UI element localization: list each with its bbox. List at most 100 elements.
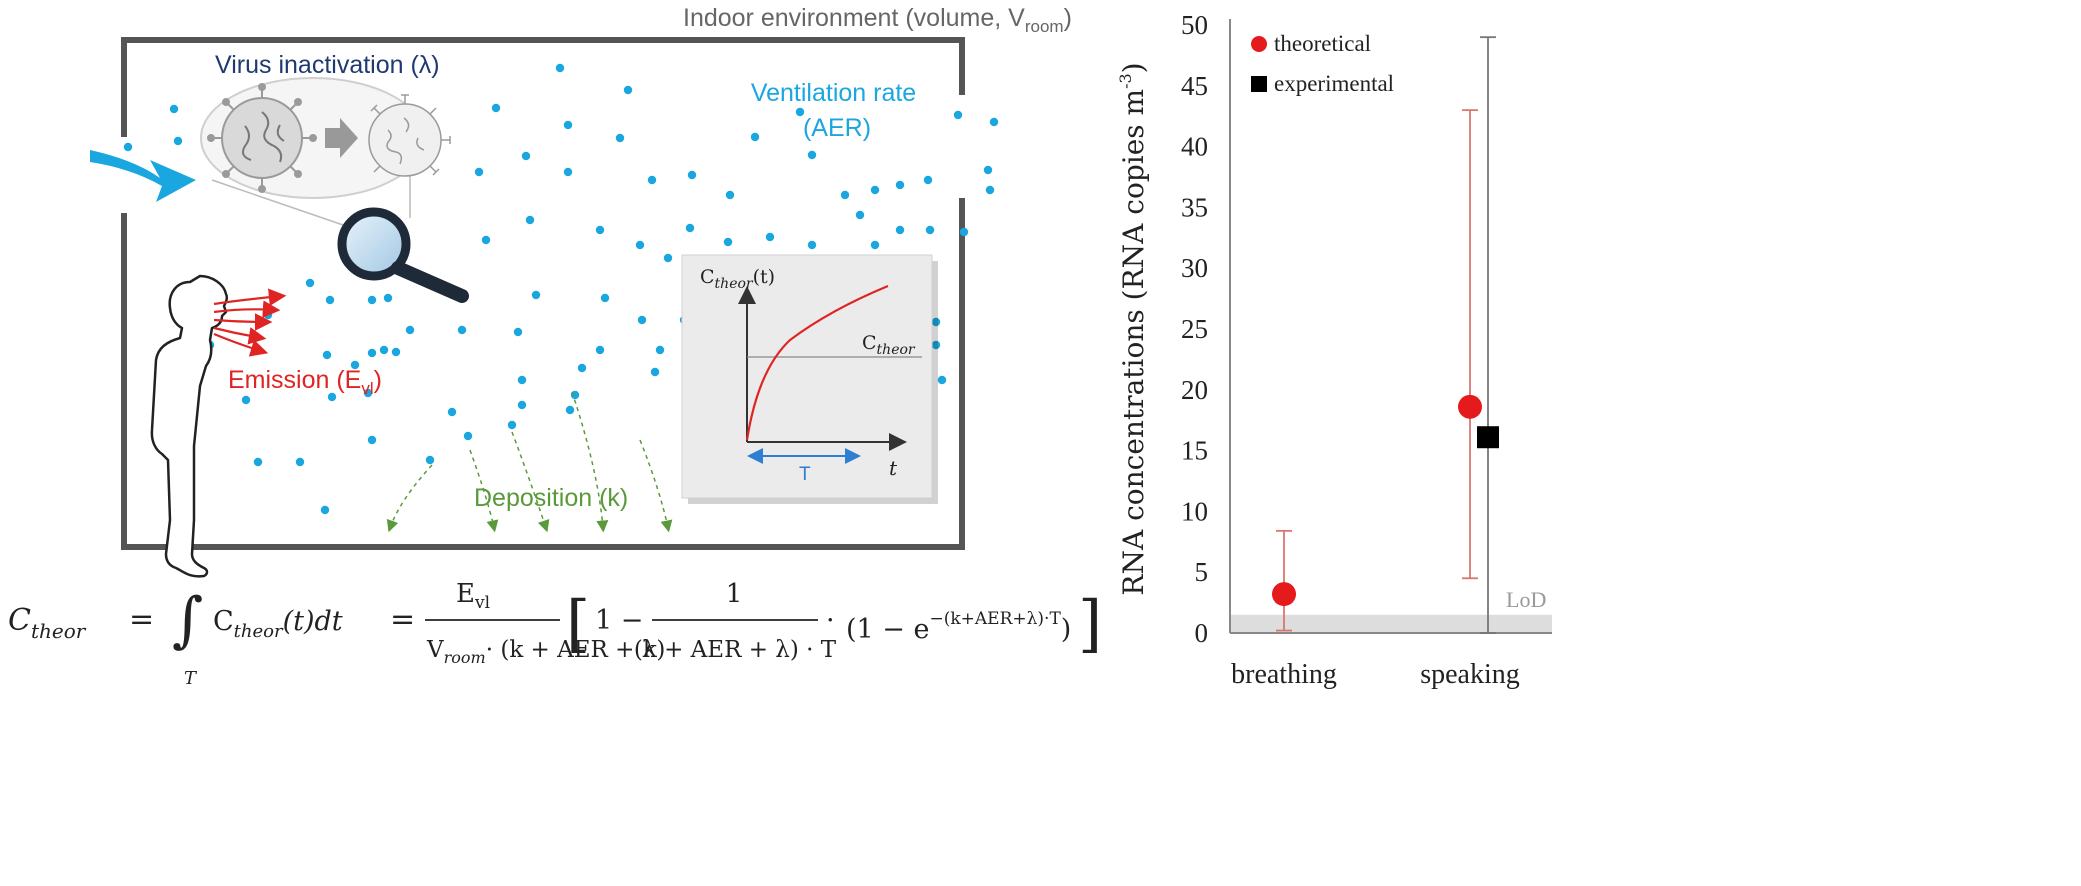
active-virus-icon bbox=[207, 83, 317, 193]
particle-dot bbox=[663, 253, 673, 263]
y-tick-label: 15 bbox=[1181, 436, 1208, 466]
data-points bbox=[1272, 394, 1499, 607]
integral-sub: T bbox=[184, 668, 198, 689]
particle-dot bbox=[474, 167, 484, 177]
particle-dot bbox=[367, 348, 377, 358]
particle-dot bbox=[623, 85, 633, 95]
y-tick-label: 5 bbox=[1195, 557, 1209, 587]
magnifier-icon bbox=[337, 207, 469, 303]
frac2-num: 1 bbox=[726, 579, 743, 609]
room-walls bbox=[121, 37, 965, 550]
chart-y-label: RNA concentrations (RNA copies m-3) bbox=[1116, 62, 1150, 595]
particle-dot bbox=[517, 375, 527, 385]
concentration-inset: Ctheor(t) Ctheor T t bbox=[681, 254, 938, 504]
particle-dot bbox=[253, 457, 263, 467]
formula-dot: · bbox=[826, 605, 835, 636]
formula-integrand: Ctheor(t)dt bbox=[213, 606, 343, 642]
particle-dot bbox=[525, 215, 535, 225]
particle-dot bbox=[123, 142, 133, 152]
particle-dot bbox=[870, 240, 880, 250]
formula-eq2: = bbox=[390, 602, 415, 637]
particle-dot bbox=[325, 295, 335, 305]
lod-label: LoD bbox=[1506, 587, 1546, 612]
formula-lhs: Ctheor bbox=[8, 603, 87, 643]
particle-dot bbox=[565, 405, 575, 415]
particle-dot bbox=[953, 110, 963, 120]
deposition-trails bbox=[386, 391, 673, 533]
x-tick-labels: breathing speaking bbox=[1231, 659, 1520, 690]
particle-dot bbox=[513, 327, 523, 337]
particle-dot bbox=[989, 117, 999, 127]
x-tick-label-speaking: speaking bbox=[1420, 659, 1520, 690]
concentration-formula: Ctheor = ∫ T Ctheor(t)dt = Evl Vroom· (k… bbox=[8, 579, 1102, 689]
point-experimental-speaking bbox=[1477, 426, 1499, 449]
particle-dot bbox=[931, 340, 941, 350]
room-diagram: Indoor environment (volume, Vroom) bbox=[90, 4, 1072, 578]
particle-dot bbox=[595, 225, 605, 235]
frac2-den: (k + AER + λ) · T bbox=[634, 637, 837, 663]
formula-one-minus: 1 − bbox=[595, 605, 643, 636]
inset-period-label: T bbox=[799, 464, 811, 485]
particle-dot bbox=[367, 435, 377, 445]
particle-dot bbox=[481, 235, 491, 245]
particle-dot bbox=[937, 375, 947, 385]
particle-dot bbox=[521, 151, 531, 161]
legend-marker-theoretical bbox=[1251, 36, 1267, 52]
particle-dot bbox=[795, 107, 805, 117]
particle-dot bbox=[517, 400, 527, 410]
particle-dot bbox=[379, 345, 389, 355]
frac1-num: Evl bbox=[456, 579, 490, 613]
particle-dot bbox=[655, 345, 665, 355]
error-bars bbox=[1276, 36, 1496, 634]
particle-dot bbox=[725, 190, 735, 200]
particle-dot bbox=[295, 457, 305, 467]
x-tick-label-breathing: breathing bbox=[1231, 659, 1337, 690]
y-tick-label: 35 bbox=[1181, 192, 1208, 222]
particle-dot bbox=[925, 225, 935, 235]
particle-dot bbox=[647, 175, 657, 185]
particle-dot bbox=[457, 325, 467, 335]
particle-dot bbox=[807, 240, 817, 250]
particle-dot bbox=[563, 120, 573, 130]
inflow-arrow bbox=[90, 150, 196, 202]
inactivation-label: Virus inactivation (λ) bbox=[215, 51, 440, 79]
particle-dot bbox=[765, 232, 775, 242]
particle-dot bbox=[807, 150, 817, 160]
bracket-close: ] bbox=[1078, 587, 1102, 660]
particle-dot bbox=[637, 315, 647, 325]
particle-dot bbox=[263, 310, 273, 320]
particle-dot bbox=[350, 360, 360, 370]
particle-dot bbox=[870, 185, 880, 195]
particle-dot bbox=[923, 175, 933, 185]
y-tick-label: 50 bbox=[1181, 10, 1208, 40]
particle-dot bbox=[855, 210, 865, 220]
y-tick-label: 20 bbox=[1181, 375, 1208, 405]
particle-dot bbox=[985, 185, 995, 195]
frac1-den: Vroom· (k + AER + λ) bbox=[426, 637, 665, 667]
inactive-virus-icon bbox=[368, 94, 451, 177]
deposition-label: Deposition (k) bbox=[474, 484, 628, 512]
particle-dot bbox=[447, 407, 457, 417]
particle-dot bbox=[322, 350, 332, 360]
particle-dot bbox=[723, 237, 733, 247]
particle-dot bbox=[320, 505, 330, 515]
particle-dot bbox=[750, 132, 760, 142]
particle-dot bbox=[685, 223, 695, 233]
legend-label-theoretical: theoretical bbox=[1274, 31, 1371, 56]
room-title: Indoor environment (volume, Vroom) bbox=[683, 4, 1072, 36]
inset-x-label: t bbox=[889, 456, 898, 480]
particle-dot bbox=[363, 388, 373, 398]
particle-dot bbox=[555, 63, 565, 73]
particle-dot bbox=[425, 455, 435, 465]
y-tick-label: 40 bbox=[1181, 132, 1208, 162]
formula-eq1: = bbox=[129, 602, 154, 637]
particle-dot bbox=[169, 104, 179, 114]
point-theoretical-speaking bbox=[1458, 394, 1482, 419]
legend-marker-experimental bbox=[1251, 76, 1267, 92]
inset-level-label: Ctheor bbox=[862, 332, 916, 358]
particle-dot bbox=[507, 420, 517, 430]
particle-dot bbox=[563, 167, 573, 177]
